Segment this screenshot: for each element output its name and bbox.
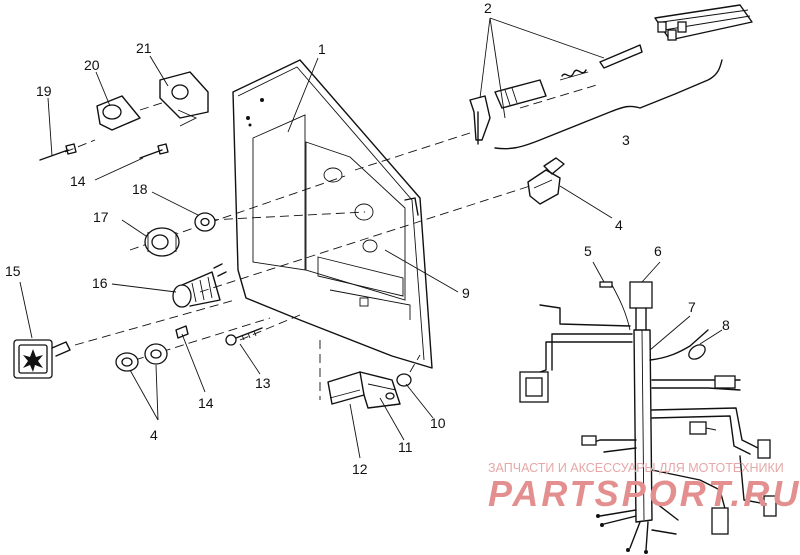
part-4-nuts [115, 343, 168, 372]
label-4-right: 4 [615, 217, 623, 233]
label-6: 6 [654, 243, 662, 259]
part-13-bolt [225, 327, 263, 346]
part-11-12-clamp [327, 371, 401, 409]
label-14-lower: 14 [198, 395, 214, 411]
wiring-harness [519, 281, 777, 554]
label-21: 21 [136, 40, 152, 56]
label-15: 15 [5, 263, 21, 279]
toggle-switch [527, 157, 565, 205]
label-8: 8 [722, 317, 730, 333]
label-3: 3 [622, 132, 630, 148]
label-19: 19 [36, 83, 52, 99]
label-17: 17 [93, 209, 109, 225]
alignment-lines [64, 83, 601, 400]
label-9: 9 [462, 285, 470, 301]
label-20: 20 [84, 57, 100, 73]
mounting-panel [232, 59, 433, 369]
label-14-upper: 14 [70, 173, 86, 189]
switch-assembly [469, 4, 753, 150]
watermark: ЗАПЧАСТИ И АКСЕССУАРЫ ДЛЯ МОТОТЕХНИКИ PA… [488, 461, 800, 514]
label-18: 18 [132, 181, 148, 197]
label-13: 13 [255, 375, 271, 391]
callout-numbers: 1 2 3 4 4 5 6 7 8 9 10 11 12 13 14 14 15… [5, 0, 730, 477]
watermark-brand: PARTSPORT.RU [488, 473, 800, 514]
part-18-washer [194, 212, 216, 232]
watermark-tagline: ЗАПЧАСТИ И АКСЕССУАРЫ ДЛЯ МОТОТЕХНИКИ [488, 461, 784, 475]
part-15-key [13, 339, 71, 379]
part-19-screw [39, 143, 77, 161]
part-14-screw-lower [175, 325, 189, 339]
label-5: 5 [584, 243, 592, 259]
label-1: 1 [318, 41, 326, 57]
label-10: 10 [430, 415, 446, 431]
part-20-bracket [96, 95, 141, 131]
part-10-nut [396, 373, 412, 387]
part-21-plate [159, 71, 209, 127]
part-17-nut [144, 227, 180, 257]
label-12: 12 [352, 461, 368, 477]
label-2: 2 [484, 0, 492, 16]
part-16-ignition-switch [172, 263, 227, 308]
part-14-screw-upper [139, 143, 169, 159]
label-7: 7 [688, 299, 696, 315]
label-11: 11 [398, 439, 413, 455]
label-4-left: 4 [150, 427, 158, 443]
label-16: 16 [92, 275, 108, 291]
leader-lines [19, 17, 723, 459]
